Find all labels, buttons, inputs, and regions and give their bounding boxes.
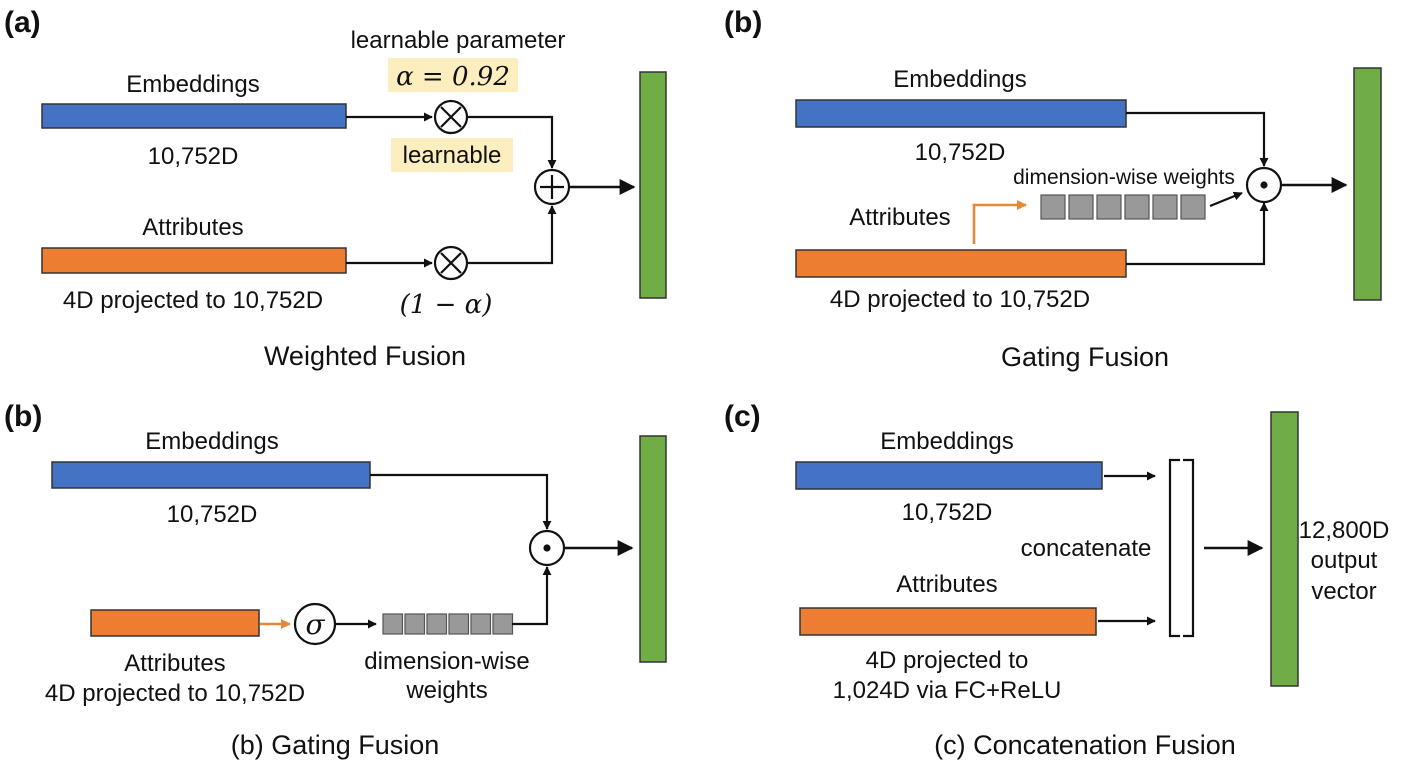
- arrow: [1126, 202, 1269, 266]
- panel-concatenation-fusion: (c) Embeddings 10,752D Attributes 4D pro…: [724, 400, 1389, 760]
- weight-cell: [470, 613, 492, 635]
- weight-cell: [448, 613, 470, 635]
- arrow: [1126, 111, 1269, 167]
- concat-label: concatenate: [1021, 535, 1152, 562]
- attributes-line1: 4D projected to: [866, 647, 1029, 674]
- circle-times-icon: [433, 99, 469, 135]
- embeddings-bar: [41, 103, 347, 129]
- attributes-bar: [795, 249, 1127, 278]
- weight-cell: [1152, 194, 1178, 220]
- embeddings-label: Embeddings: [880, 428, 1013, 455]
- weight-cell: [404, 613, 426, 635]
- gate-arrow: [972, 200, 1027, 244]
- attributes-bar: [90, 609, 260, 637]
- embeddings-bar: [795, 461, 1103, 490]
- weight-cell: [426, 613, 448, 635]
- embeddings-bar: [51, 461, 371, 489]
- embeddings-dim: 10,752D: [167, 501, 258, 528]
- circle-times-icon: [433, 245, 469, 281]
- learnable-label: learnable: [403, 142, 502, 169]
- sigmoid-symbol: σ: [305, 608, 325, 641]
- weight-cell: [1096, 194, 1122, 220]
- param-label: learnable parameter: [351, 27, 566, 54]
- alpha-highlight: [388, 58, 518, 92]
- caption: (c) Concatenation Fusion: [934, 730, 1236, 760]
- output-bar: [639, 71, 667, 299]
- output-bar: [1270, 411, 1299, 687]
- panel-label: (b): [724, 6, 762, 39]
- output-line3: vector: [1311, 578, 1376, 605]
- panel-gating-fusion-top: (b) Embeddings 10,752D dimension-wise we…: [724, 6, 1382, 372]
- attributes-label: Attributes: [896, 571, 997, 598]
- weight-vector: [382, 613, 514, 635]
- alpha-value: α = 0.92: [396, 62, 510, 92]
- weights-label-line2: weights: [405, 677, 487, 704]
- learnable-highlight: [391, 138, 513, 172]
- panel-weighted-fusion: (a) Embeddings 10,752D Attributes 4D pro…: [4, 6, 667, 371]
- weight-cell: [1180, 194, 1206, 220]
- caption: (b) Gating Fusion: [231, 730, 440, 760]
- weight-cell: [1068, 194, 1094, 220]
- attributes-label: Attributes: [124, 650, 225, 677]
- output-bar: [1353, 67, 1382, 301]
- sigmoid-icon: σ: [293, 602, 337, 646]
- weight-cell: [492, 613, 514, 635]
- concat-bracket: [1168, 458, 1195, 638]
- embeddings-label: Embeddings: [145, 428, 278, 455]
- panel-label: (a): [4, 6, 41, 39]
- attributes-dim: 4D projected to 10,752D: [830, 286, 1090, 313]
- arrow: [512, 566, 552, 626]
- weights-label-line1: dimension-wise: [364, 648, 529, 675]
- attributes-bar: [799, 607, 1097, 636]
- one-minus-alpha: (1 − α): [400, 290, 493, 320]
- embeddings-label: Embeddings: [126, 71, 259, 98]
- weight-cell: [382, 613, 404, 635]
- weight-vector: [1040, 194, 1206, 220]
- panel-label: (b): [4, 400, 42, 433]
- circle-dot-icon: [528, 529, 566, 567]
- arrow: [370, 473, 552, 530]
- output-line1: 12,800D: [1299, 517, 1390, 544]
- circle-dot-icon: [1245, 166, 1283, 204]
- embeddings-dim: 10,752D: [148, 143, 239, 170]
- panel-label: (c): [724, 400, 761, 433]
- weights-label: dimension-wise weights: [1013, 166, 1235, 189]
- embeddings-label: Embeddings: [893, 66, 1026, 93]
- caption: Gating Fusion: [1001, 342, 1169, 372]
- weight-cell: [1040, 194, 1066, 220]
- attributes-label: Attributes: [849, 204, 950, 231]
- embeddings-dim: 10,752D: [902, 499, 993, 526]
- output-line2: output: [1311, 547, 1378, 574]
- arrow: [467, 115, 557, 169]
- arrow: [1209, 191, 1243, 208]
- panel-gating-fusion-bottom: (b) Embeddings 10,752D Attributes 4D pro…: [4, 400, 667, 760]
- output-bar: [639, 435, 667, 663]
- circle-plus-icon: [533, 168, 571, 206]
- attributes-bar: [41, 247, 347, 274]
- attributes-label: Attributes: [142, 214, 243, 241]
- attributes-line2: 1,024D via FC+ReLU: [833, 677, 1062, 704]
- embeddings-bar: [795, 99, 1127, 128]
- arrow: [467, 205, 557, 265]
- attributes-dim: 4D projected to 10,752D: [63, 287, 323, 314]
- embeddings-dim: 10,752D: [915, 139, 1006, 166]
- weight-cell: [1124, 194, 1150, 220]
- caption: Weighted Fusion: [264, 341, 466, 371]
- attributes-dim: 4D projected to 10,752D: [45, 680, 305, 707]
